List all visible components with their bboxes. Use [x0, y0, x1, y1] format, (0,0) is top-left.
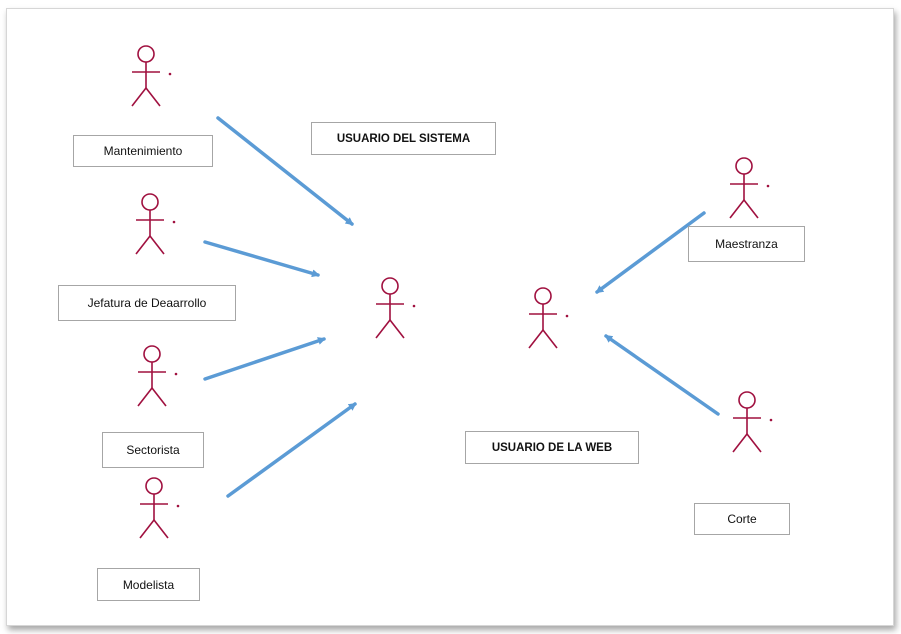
actor-corte-icon [732, 391, 773, 453]
label-jefatura: Jefatura de Deaarrollo [58, 285, 236, 321]
arrow-sectorista [203, 337, 326, 381]
actor-maestranza-icon [729, 157, 770, 219]
arrow-jefatura [203, 240, 320, 278]
arrow-mantenimiento [216, 116, 354, 226]
label-sectorista: Sectorista [102, 432, 204, 468]
actor-usuario-sistema-icon [375, 277, 416, 339]
arrow-maestranza [595, 211, 706, 294]
actor-usuario-web-icon [528, 287, 569, 349]
actor-jefatura-icon [135, 193, 176, 255]
label-corte: Corte [694, 503, 790, 535]
label-maestranza: Maestranza [688, 226, 805, 262]
label-usuario-web: USUARIO DE LA WEB [465, 431, 639, 464]
label-mantenimiento: Mantenimiento [73, 135, 213, 167]
actor-sectorista-icon [137, 345, 178, 407]
arrow-corte [604, 334, 720, 416]
label-modelista: Modelista [97, 568, 200, 601]
actor-mantenimiento-icon [131, 45, 172, 107]
arrow-modelista [226, 402, 357, 498]
label-usuario-sistema: USUARIO DEL SISTEMA [311, 122, 496, 155]
actor-modelista-icon [139, 477, 180, 539]
